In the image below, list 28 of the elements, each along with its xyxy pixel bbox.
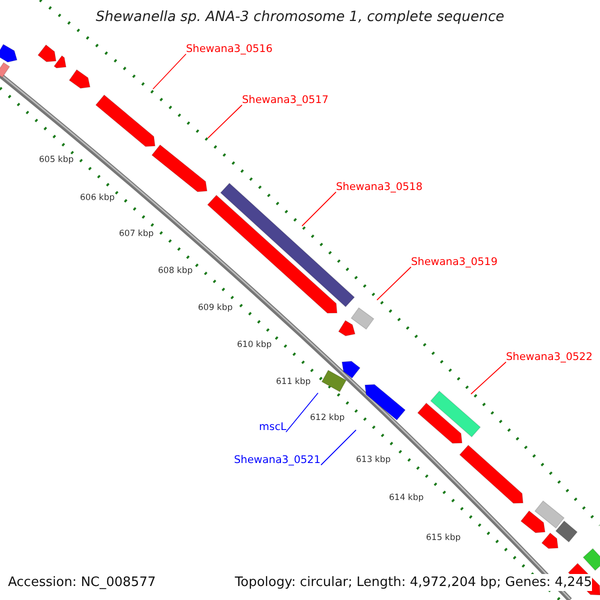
gene-label: Shewana3_0522 — [506, 351, 593, 364]
position-label: 608 kbp — [158, 266, 193, 277]
position-label: 605 kbp — [39, 155, 74, 166]
leader-line — [302, 192, 336, 226]
position-label: 610 kbp — [237, 340, 272, 351]
position-label: 606 kbp — [80, 193, 115, 204]
gene-label: Shewana3_0519 — [411, 256, 498, 269]
leader-line — [320, 430, 356, 466]
gene-label: mscL — [259, 421, 286, 434]
accession-text: Accession: NC_008577 — [8, 574, 156, 591]
sequence-info-text: Topology: circular; Length: 4,972,204 bp; Genes: 4,245 — [234, 574, 592, 591]
position-label: 609 kbp — [198, 303, 233, 314]
gene-label: Shewana3_0521 — [234, 454, 321, 467]
position-label: 611 kbp — [276, 377, 311, 388]
position-label: 612 kbp — [310, 413, 345, 424]
position-label: 607 kbp — [119, 229, 154, 240]
gene-label: Shewana3_0518 — [336, 181, 423, 194]
map-title: Shewanella sp. ANA-3 chromosome 1, complete sequence — [94, 9, 506, 25]
gene-label: Shewana3_0516 — [186, 43, 273, 56]
position-label: 614 kbp — [389, 493, 424, 504]
gene-label: Shewana3_0517 — [242, 94, 329, 107]
leader-line — [470, 362, 506, 394]
position-label: 613 kbp — [356, 455, 391, 466]
leader-line — [376, 266, 412, 300]
leader-line — [152, 54, 186, 90]
leader-line — [286, 392, 318, 432]
position-label: 615 kbp — [426, 533, 461, 544]
leader-line — [208, 104, 242, 138]
